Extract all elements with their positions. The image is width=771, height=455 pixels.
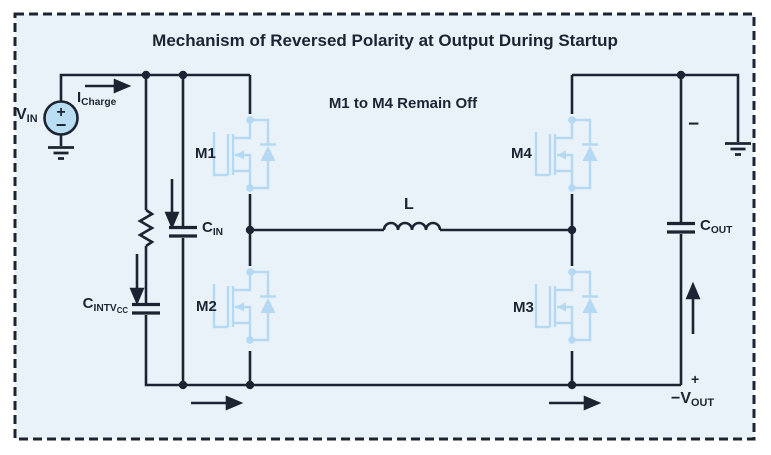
cintvcc-label-main: C — [82, 295, 94, 312]
vout-label-main: −V — [671, 390, 692, 407]
m3-label: M3 — [513, 299, 534, 316]
inductor-label: L — [404, 196, 414, 213]
cin-label: CIN — [202, 219, 224, 238]
cintvcc-label: CINTVCC — [50, 295, 128, 314]
voltage-source-icon: + − — [43, 100, 79, 136]
cin-label-sub: IN — [212, 226, 224, 238]
bottom-right-current-arrow-icon — [549, 395, 602, 411]
vout-label-sub: OUT — [691, 397, 714, 410]
cout-label-main: C — [700, 217, 711, 234]
cin-current-arrow-icon — [164, 179, 180, 230]
cout-label-sub: OUT — [710, 224, 733, 236]
vin-label-main: V — [16, 106, 27, 123]
cout-label: COUT — [700, 217, 733, 236]
junction-dots — [141, 70, 686, 390]
cintvcc-label-sub: INTV — [93, 302, 117, 314]
m1-label: M1 — [195, 145, 216, 162]
capacitor-cin-icon — [169, 225, 197, 238]
ground-icon-output — [725, 142, 751, 156]
vin-label: VIN — [16, 106, 38, 126]
resistor-icon — [137, 208, 155, 248]
charge-current-arrow-icon — [85, 78, 132, 94]
cout-current-arrow-icon — [685, 281, 701, 334]
annotation-mosfets-off: M1 to M4 Remain Off — [328, 95, 478, 112]
capacitor-cout-icon — [667, 221, 695, 234]
bottom-left-current-arrow-icon — [191, 395, 244, 411]
m4-label: M4 — [511, 145, 532, 162]
cin-label-main: C — [202, 219, 213, 236]
source-plus-sign: + — [56, 104, 65, 121]
inductor-coil-icon — [382, 221, 442, 231]
output-plus-sign: + — [691, 371, 700, 387]
output-minus-sign: − — [688, 114, 700, 135]
icharge-label-main: I — [77, 89, 82, 106]
icharge-label-sub: Charge — [81, 96, 117, 108]
cintvcc-current-arrow-icon — [129, 254, 145, 306]
vout-label: −VOUT — [671, 390, 714, 410]
source-minus-sign: − — [56, 115, 67, 135]
icharge-label: ICharge — [77, 89, 117, 108]
ground-icon-input — [48, 146, 74, 160]
vin-label-sub: IN — [26, 113, 38, 126]
m2-label: M2 — [196, 298, 217, 315]
cintvcc-label-subsub: CC — [116, 305, 128, 315]
diagram-title: Mechanism of Reversed Polarity at Output… — [152, 31, 618, 50]
